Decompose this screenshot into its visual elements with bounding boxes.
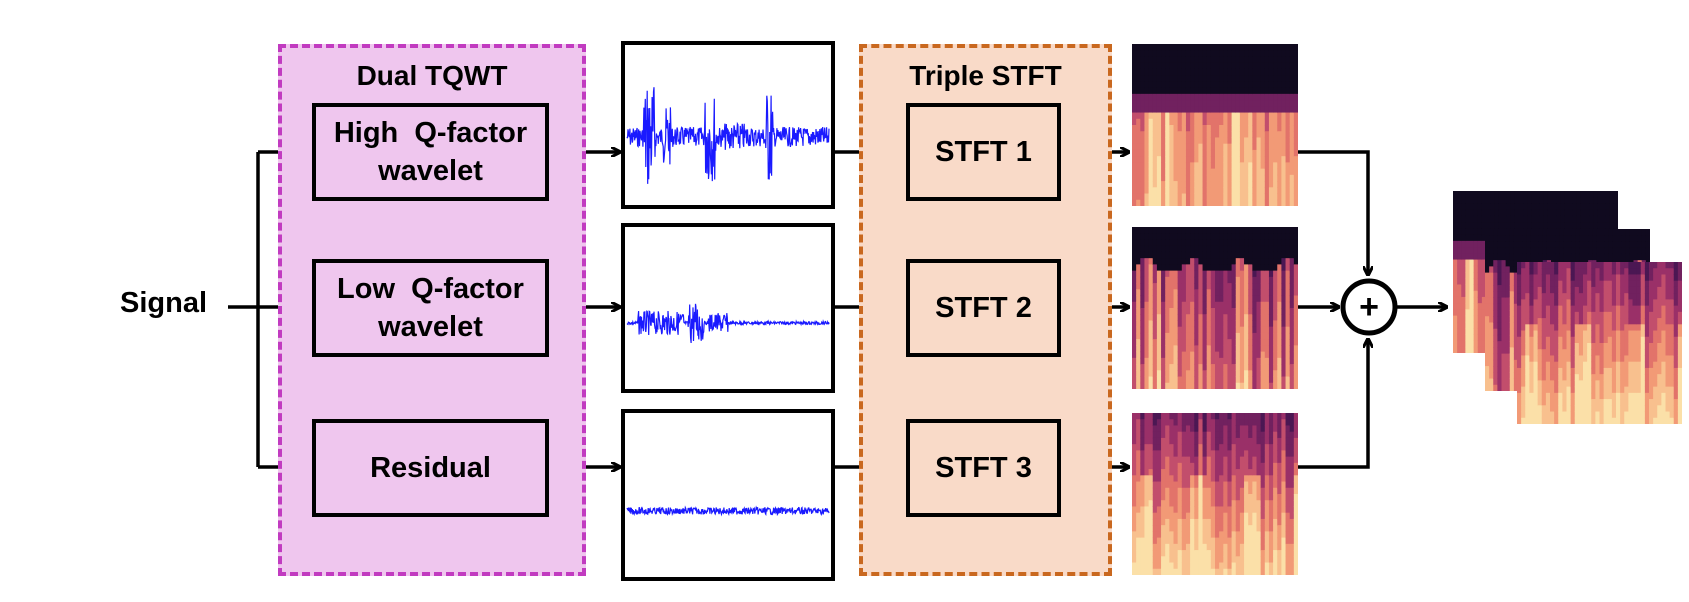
low-q-waveform-plot bbox=[621, 223, 835, 393]
high-q-line1: High Q-factor bbox=[333, 117, 528, 149]
stft-1-block: STFT 1 bbox=[906, 103, 1061, 201]
residual-block: Residual bbox=[312, 419, 549, 517]
residual-waveform bbox=[626, 505, 830, 517]
dual-tqwt-title: Dual TQWT bbox=[356, 60, 508, 91]
stft-1-label: STFT 1 bbox=[935, 136, 1032, 168]
sum-symbol: + bbox=[1359, 288, 1379, 326]
low-q-line1: Low Q-factor bbox=[337, 273, 524, 305]
low-q-line2: wavelet bbox=[378, 311, 483, 343]
output-spectrogram-channel-3 bbox=[1517, 262, 1683, 425]
low-q-waveform bbox=[626, 303, 830, 344]
residual-waveform-plot bbox=[621, 409, 835, 581]
stft-3-label: STFT 3 bbox=[935, 452, 1032, 484]
stft-3-block: STFT 3 bbox=[906, 419, 1061, 517]
residual-label: Residual bbox=[370, 452, 491, 484]
spectrogram-2 bbox=[1132, 227, 1299, 390]
sum-combiner-icon: + bbox=[1340, 278, 1398, 336]
stft-2-label: STFT 2 bbox=[935, 292, 1032, 324]
triple-stft-title: Triple STFT bbox=[909, 60, 1062, 91]
high-q-line2: wavelet bbox=[378, 155, 483, 187]
spectrogram-1 bbox=[1132, 44, 1299, 207]
stft-2-block: STFT 2 bbox=[906, 259, 1061, 357]
high-q-wavelet-block: High Q-factor wavelet bbox=[312, 103, 549, 201]
triple-stft-group: Triple STFT bbox=[859, 44, 1112, 576]
high-q-waveform bbox=[626, 87, 830, 184]
low-q-wavelet-block: Low Q-factor wavelet bbox=[312, 259, 549, 357]
high-q-waveform-plot bbox=[621, 41, 835, 209]
spectrogram-3 bbox=[1132, 413, 1299, 576]
signal-label: Signal bbox=[120, 287, 208, 319]
dual-tqwt-group: Dual TQWT bbox=[278, 44, 586, 576]
